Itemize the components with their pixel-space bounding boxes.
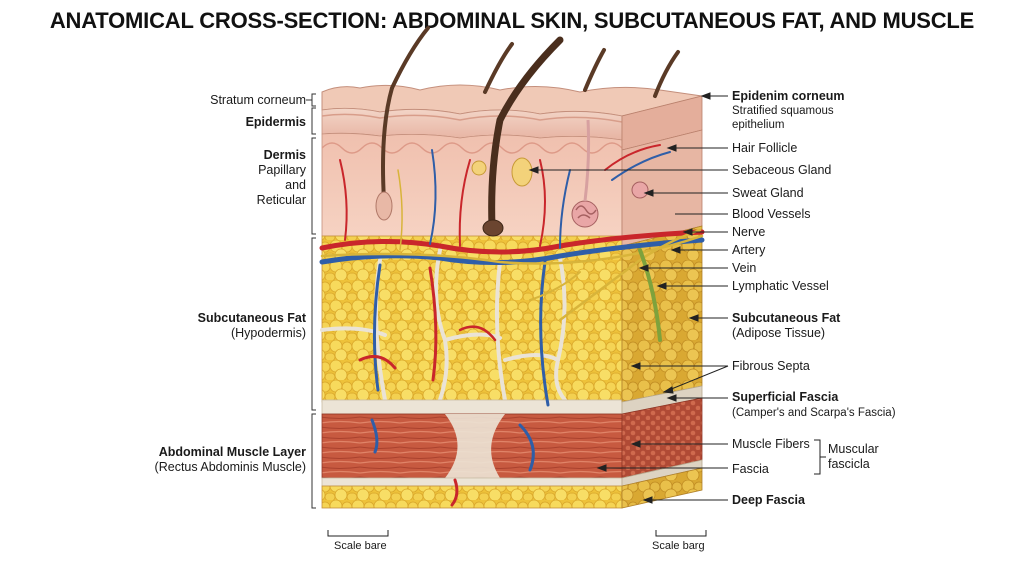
label-deep-fascia: Deep Fascia	[732, 493, 805, 507]
label-dermis-and: and	[285, 178, 306, 192]
scale-bar-left	[327, 530, 389, 537]
label-dermis: Dermis	[263, 148, 306, 162]
label-fascia: Fascia	[732, 462, 769, 476]
scale-bar-right	[655, 530, 707, 537]
superficial-fascia-band	[321, 399, 623, 415]
label-blood-vessels: Blood Vessels	[732, 207, 811, 221]
label-dermis-papillary: Papillary	[258, 163, 306, 177]
label-hypodermis: (Hypodermis)	[230, 326, 306, 340]
label-hair-follicle: Hair Follicle	[732, 141, 798, 155]
label-epithelium: epithelium	[732, 119, 785, 131]
label-lymphatic-vessel: Lymphatic Vessel	[732, 279, 829, 293]
hair-follicles	[375, 26, 680, 237]
label-subcutaneous-fat-right: Subcutaneous Fat	[732, 311, 841, 325]
label-rectus-abdominis: (Rectus Abdominis Muscle)	[154, 460, 306, 474]
page-title: ANATOMICAL CROSS-SECTION: ABDOMINAL SKIN…	[49, 8, 975, 33]
label-artery: Artery	[732, 243, 766, 257]
muscular-fascicle-bracket	[814, 439, 826, 475]
label-superficial-fascia: Superficial Fascia	[732, 390, 839, 404]
label-muscular: Muscular	[828, 442, 879, 456]
deep-fascia-band	[321, 477, 623, 487]
label-muscle-fibers: Muscle Fibers	[732, 437, 810, 451]
label-sweat-gland: Sweat Gland	[732, 186, 804, 200]
dermis-layer	[321, 132, 623, 241]
label-epidenim-corneum: Epidenim corneum	[732, 89, 845, 103]
label-nerve: Nerve	[732, 225, 766, 239]
label-abdominal-muscle-layer: Abdominal Muscle Layer	[158, 445, 306, 459]
label-vein: Vein	[732, 261, 757, 275]
lymphatic-vessel	[638, 248, 662, 342]
label-dermis-reticular: Reticular	[256, 193, 306, 207]
scale-bar-left-label: Scale bare	[334, 540, 387, 552]
label-stratum-corneum: Stratum corneum	[210, 93, 306, 107]
label-campers-scarpas-fascia: (Camper's and Scarpa's Fascia)	[732, 407, 896, 419]
scale-bar-right-label: Scale barg	[652, 540, 705, 552]
label-fibrous-septa: Fibrous Septa	[732, 359, 810, 373]
label-subcutaneous-fat: Subcutaneous Fat	[197, 311, 306, 325]
label-sebaceous-gland: Sebaceous Gland	[732, 163, 832, 177]
label-adipose-tissue: (Adipose Tissue)	[732, 326, 826, 340]
label-stratified-squamous: Stratified squamous	[732, 105, 834, 117]
label-fascicla: fascicla	[828, 457, 870, 471]
right-leader-lines	[528, 92, 729, 504]
left-brackets	[306, 93, 316, 509]
label-epidermis: Epidermis	[245, 115, 306, 129]
